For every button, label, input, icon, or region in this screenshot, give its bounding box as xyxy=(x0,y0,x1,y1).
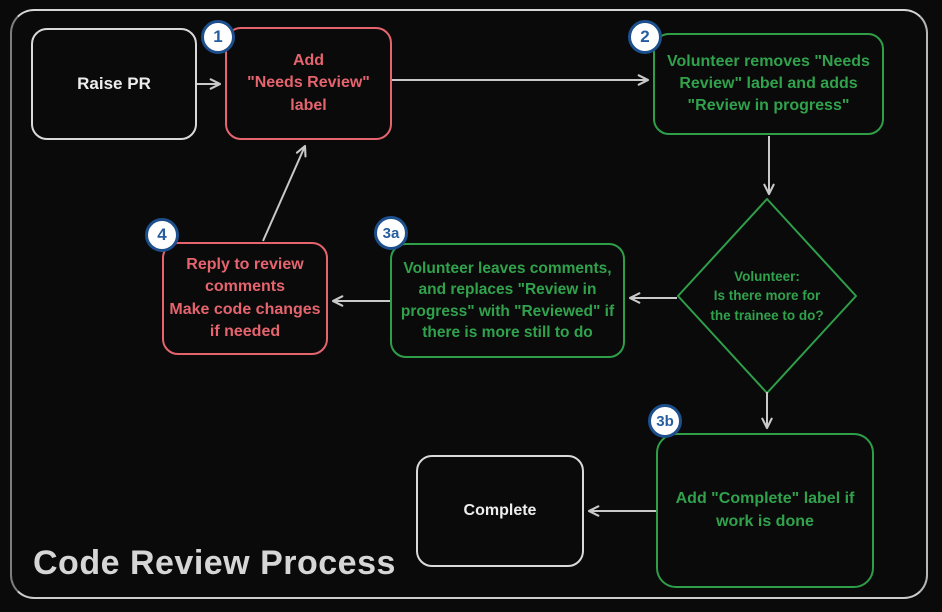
step-badge-3a-label: 3a xyxy=(382,224,400,242)
arrow-reply-to-needsreview xyxy=(262,144,307,242)
node-volunteer-removes-label: Volunteer removes "Needs Review" label a… xyxy=(667,52,870,115)
step-badge-3b-label: 3b xyxy=(656,412,674,430)
step-badge-2[interactable]: 2 xyxy=(628,20,662,54)
node-decision[interactable]: Volunteer: Is there more for the trainee… xyxy=(682,258,852,334)
node-volunteer-removes[interactable]: Volunteer removes "Needs Review" label a… xyxy=(653,33,884,135)
step-badge-4[interactable]: 4 xyxy=(145,218,179,252)
step-badge-1-label: 1 xyxy=(213,27,223,46)
node-add-needs-review[interactable]: Add "Needs Review" label xyxy=(225,27,392,140)
node-reply-to-review[interactable]: Reply to review comments Make code chang… xyxy=(162,242,328,355)
step-badge-2-label: 2 xyxy=(640,27,650,46)
node-add-complete-label: Add "Complete" label if work is done xyxy=(675,490,855,530)
node-add-needs-review-label: Add "Needs Review" label xyxy=(247,52,370,114)
node-raise-pr-label: Raise PR xyxy=(77,74,151,94)
node-add-complete[interactable]: Add "Complete" label if work is done xyxy=(656,433,874,588)
node-decision-label: Volunteer: Is there more for the trainee… xyxy=(710,269,824,323)
node-volunteer-leaves-comments[interactable]: Volunteer leaves comments, and replaces … xyxy=(390,243,625,358)
node-reply-to-review-label: Reply to review comments Make code chang… xyxy=(169,256,321,340)
step-badge-3b[interactable]: 3b xyxy=(648,404,682,438)
step-badge-3a[interactable]: 3a xyxy=(374,216,408,250)
node-volunteer-leaves-comments-label: Volunteer leaves comments, and replaces … xyxy=(400,259,615,341)
node-complete[interactable]: Complete xyxy=(416,455,584,567)
page-title: Code Review Process xyxy=(33,544,396,582)
node-complete-label: Complete xyxy=(463,501,537,519)
node-raise-pr[interactable]: Raise PR xyxy=(31,28,197,140)
outer-frame xyxy=(10,9,928,599)
step-badge-1[interactable]: 1 xyxy=(201,20,235,54)
step-badge-4-label: 4 xyxy=(157,225,167,244)
